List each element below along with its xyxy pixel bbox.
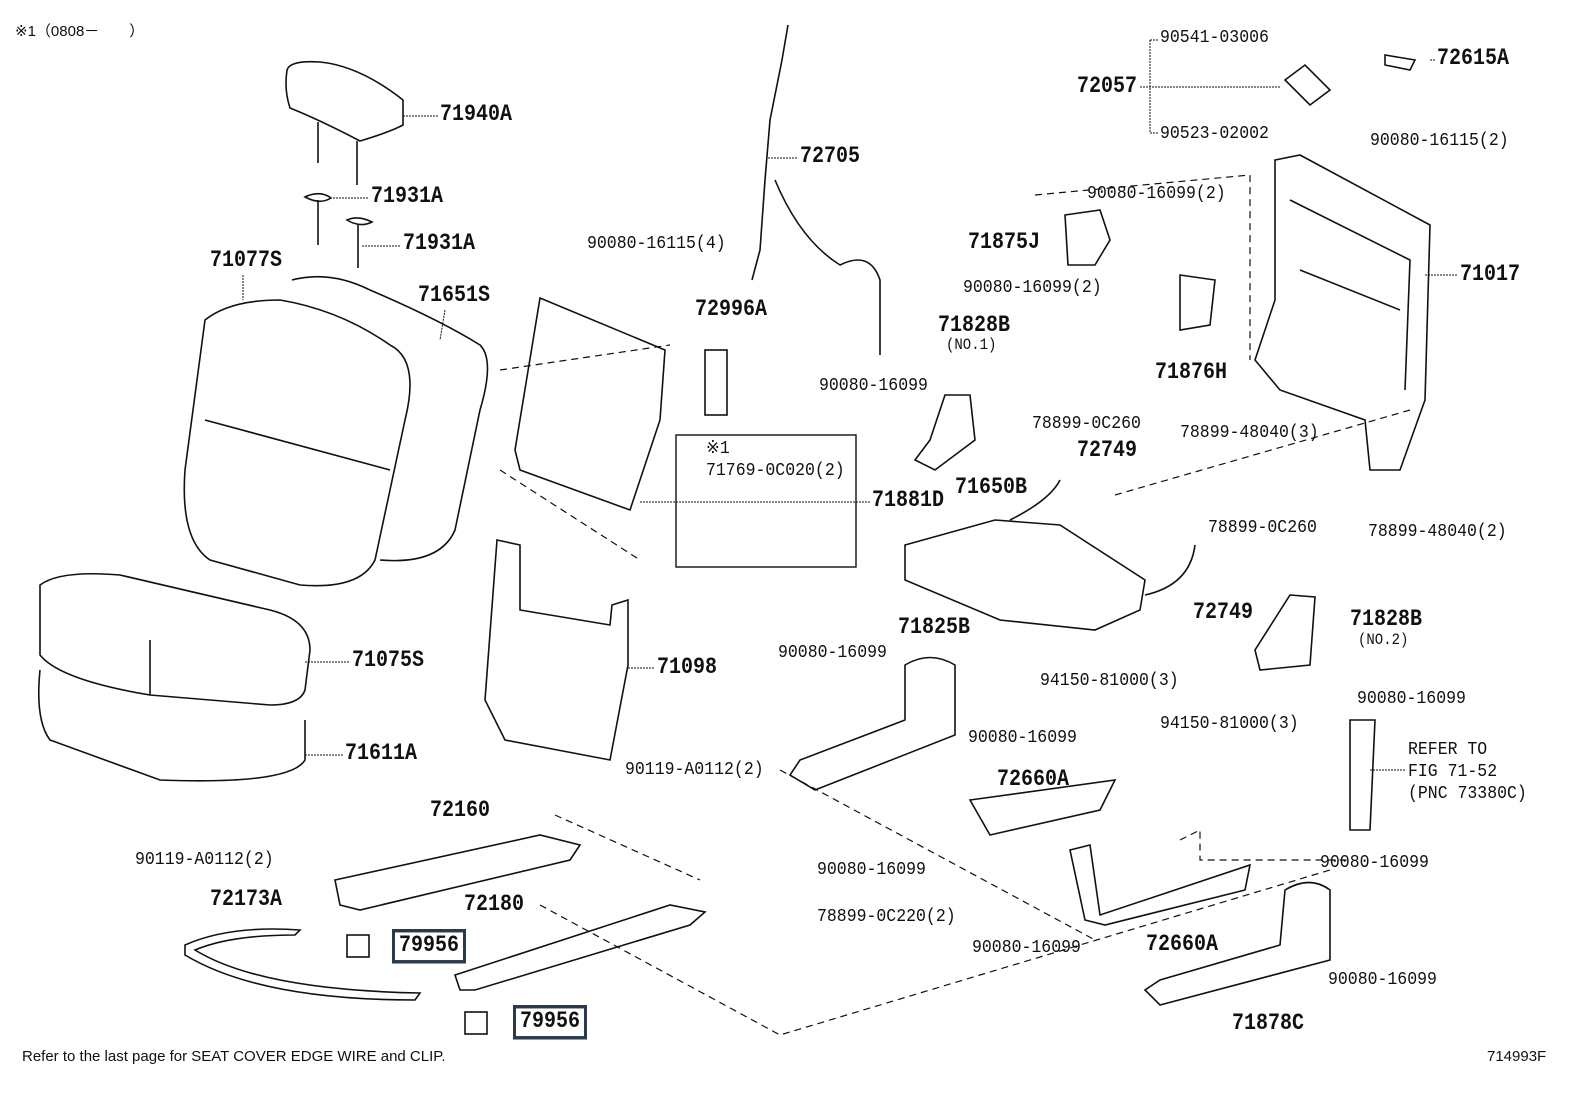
part-label-71650B[interactable]: 71650B — [955, 474, 1028, 502]
date-note: ※1（0808－ ） — [15, 23, 145, 40]
part-label-72180[interactable]: 72180 — [464, 891, 525, 919]
headrest-drawing — [285, 60, 404, 268]
part-label-94150-81000-3[interactable]: 94150-81000(3) — [1040, 669, 1179, 691]
leader-lines — [242, 39, 1457, 771]
part-label-90080-16115-4[interactable]: 90080-16115(4) — [587, 232, 726, 254]
dashed-guides — [499, 174, 1411, 1036]
no1-note: (NO.1) — [946, 336, 997, 355]
seat-rails-drawing — [184, 834, 707, 1035]
part-label-72660A[interactable]: 72660A — [1146, 931, 1219, 959]
part-label-72615A[interactable]: 72615A — [1437, 45, 1510, 73]
part-label-71828B[interactable]: 71828B — [938, 312, 1011, 340]
seatback-drawing — [183, 275, 489, 587]
part-label-90080-16099-2[interactable]: 90080-16099(2) — [1087, 182, 1226, 204]
part-label-71931A[interactable]: 71931A — [371, 183, 444, 211]
refer-note-line2[interactable]: FIG 71-52 — [1408, 760, 1498, 782]
part-label-90080-16099[interactable]: 90080-16099 — [778, 641, 887, 663]
part-label-90080-16099[interactable]: 90080-16099 — [968, 726, 1077, 748]
part-label-72173A[interactable]: 72173A — [210, 886, 283, 914]
part-label-78899-48040-2[interactable]: 78899-48040(2) — [1368, 520, 1507, 542]
refer-note-line3: (PNC 73380C) — [1408, 782, 1527, 804]
part-label-71075S[interactable]: 71075S — [352, 647, 425, 675]
part-label-72705[interactable]: 72705 — [800, 143, 861, 171]
refer-note-line1: REFER TO — [1408, 738, 1488, 760]
part-label-90080-16099[interactable]: 90080-16099 — [1357, 687, 1466, 709]
part-label-72660A[interactable]: 72660A — [997, 766, 1070, 794]
part-label-90080-16099[interactable]: 90080-16099 — [1328, 968, 1437, 990]
part-label-90080-16099-2[interactable]: 90080-16099(2) — [963, 276, 1102, 298]
note1-mark: ※1 — [706, 437, 730, 459]
part-label-71825B[interactable]: 71825B — [898, 614, 971, 642]
part-label-71828B[interactable]: 71828B — [1350, 606, 1423, 634]
part-label-71077S[interactable]: 71077S — [210, 247, 283, 275]
part-label-71875J[interactable]: 71875J — [968, 229, 1041, 257]
part-label-72749[interactable]: 72749 — [1193, 599, 1254, 627]
part-label-71940A[interactable]: 71940A — [440, 101, 513, 129]
part-label-90080-16099[interactable]: 90080-16099 — [819, 374, 928, 396]
part-label-78899-0C220-2[interactable]: 78899-0C220(2) — [817, 905, 956, 927]
part-label-71878C[interactable]: 71878C — [1232, 1010, 1305, 1038]
part-label-90080-16099[interactable]: 90080-16099 — [972, 936, 1081, 958]
part-label-71769-0C020[interactable]: 71769-0C020(2) — [706, 459, 845, 481]
footer-note: Refer to the last page for SEAT COVER ED… — [22, 1048, 446, 1065]
part-label-71098[interactable]: 71098 — [657, 654, 718, 682]
part-label-94150-81000-3[interactable]: 94150-81000(3) — [1160, 712, 1299, 734]
part-label-90080-16099[interactable]: 90080-16099 — [817, 858, 926, 880]
part-label-72160[interactable]: 72160 — [430, 797, 491, 825]
part-label-71017[interactable]: 71017 — [1460, 261, 1521, 289]
part-label-78899-0C260[interactable]: 78899-0C260 — [1208, 516, 1317, 538]
part-label-90541-03006[interactable]: 90541-03006 — [1160, 26, 1269, 48]
part-label-71651S[interactable]: 71651S — [418, 282, 491, 310]
part-label-90119-A0112-2[interactable]: 90119-A0112(2) — [625, 758, 764, 780]
part-label-90080-16099[interactable]: 90080-16099 — [1320, 851, 1429, 873]
part-label-71876H[interactable]: 71876H — [1155, 359, 1228, 387]
no2-note: (NO.2) — [1358, 631, 1409, 650]
part-label-72749[interactable]: 72749 — [1077, 437, 1138, 465]
seat-frame-drawing — [904, 394, 1316, 671]
part-label-79956-highlighted[interactable]: 79956 — [513, 1005, 588, 1040]
part-label-78899-48040-3[interactable]: 78899-48040(3) — [1180, 421, 1319, 443]
part-label-71931A[interactable]: 71931A — [403, 230, 476, 258]
part-label-90119-A0112-2[interactable]: 90119-A0112(2) — [135, 848, 274, 870]
seatback-frame-drawing — [1064, 54, 1431, 471]
part-label-72996A[interactable]: 72996A — [695, 296, 768, 324]
part-label-90080-16115-2[interactable]: 90080-16115(2) — [1370, 129, 1509, 151]
back-board-drawing — [484, 296, 666, 761]
part-label-78899-0C260[interactable]: 78899-0C260 — [1032, 412, 1141, 434]
part-label-79956-highlighted[interactable]: 79956 — [392, 929, 467, 964]
lower-brackets-drawing — [788, 656, 1376, 1006]
cable-drawing — [704, 24, 881, 416]
part-label-71881D[interactable]: 71881D — [872, 487, 945, 515]
part-label-71611A[interactable]: 71611A — [345, 740, 418, 768]
seat-cushion-drawing — [37, 573, 311, 782]
note1-bracket — [675, 434, 857, 568]
figure-id: 714993F — [1487, 1048, 1547, 1065]
part-label-90523-02002[interactable]: 90523-02002 — [1160, 122, 1269, 144]
part-label-72057[interactable]: 72057 — [1077, 73, 1138, 101]
